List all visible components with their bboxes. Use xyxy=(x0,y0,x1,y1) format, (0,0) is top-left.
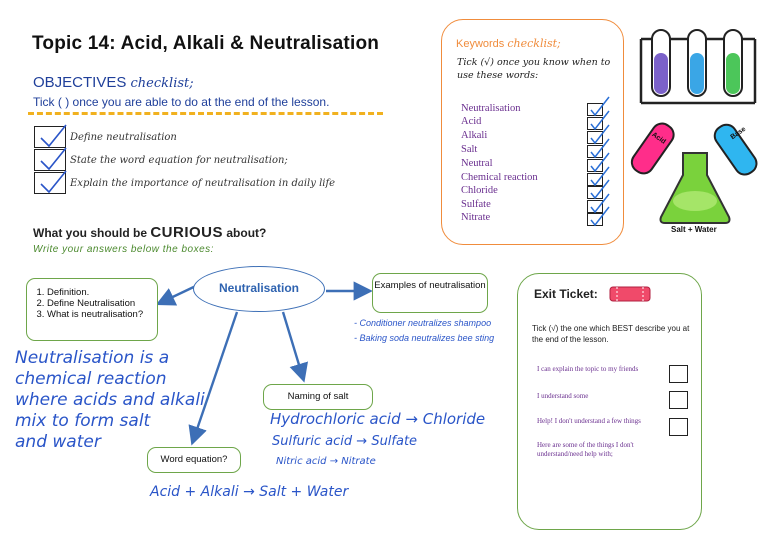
objective-checkbox[interactable] xyxy=(34,124,67,148)
objective-text: Explain the importance of neutralisation… xyxy=(70,177,336,189)
exit-ticket-panel xyxy=(517,273,702,530)
objective-item: Explain the importance of neutralisation… xyxy=(34,170,336,195)
exit-option-checkbox[interactable] xyxy=(669,365,688,383)
exit-ticket-title: Exit Ticket: xyxy=(534,287,598,301)
exit-option: I understand some xyxy=(537,392,589,400)
check-icon xyxy=(590,193,610,214)
exit-option: Here are some of the things I don't unde… xyxy=(537,441,634,458)
salt-name: Chloride xyxy=(422,410,486,428)
keyword-ticks xyxy=(590,96,610,227)
keywords-panel xyxy=(441,19,624,245)
check-icon xyxy=(590,166,610,187)
arrow-to-equation xyxy=(188,311,239,446)
salt-row: Hydrochloric acid → Chloride xyxy=(270,410,485,428)
check-icon xyxy=(40,124,67,148)
exit-ticket-instruction: Tick (√) the one which BEST describe you… xyxy=(532,324,690,344)
curious-subtitle: Write your answers below the boxes: xyxy=(33,244,214,255)
objective-checkbox[interactable] xyxy=(34,147,67,171)
handwritten-line: chemical reaction xyxy=(15,369,167,389)
salt-acid: Hydrochloric acid xyxy=(270,410,401,428)
arrow-icon: → xyxy=(329,456,342,467)
handwritten-line: and water xyxy=(15,432,101,452)
acid-base-flask-icon xyxy=(630,122,758,224)
keyword: Alkali xyxy=(461,130,488,141)
salt-acid: Sulfuric acid xyxy=(272,434,353,449)
curious-heading: What you should be CURIOUS about? xyxy=(33,224,266,241)
page-title: Topic 14: Acid, Alkali & Neutralisation xyxy=(32,33,380,54)
handwritten-equation: Acid + Alkali → Salt + Water xyxy=(150,484,349,500)
handwritten-line: where acids and alkali xyxy=(15,390,205,410)
check-icon xyxy=(590,124,610,145)
keywords-title-text: Keywords xyxy=(456,38,505,50)
keyword: Neutral xyxy=(461,158,493,169)
arrow-to-naming xyxy=(281,311,309,383)
handwritten-line: Neutralisation is a xyxy=(15,348,170,368)
salt-name: Sulfate xyxy=(371,434,418,449)
handwritten-example: - Conditioner neutralizes shampoo xyxy=(354,318,492,328)
keywords-title-script: checklist; xyxy=(507,37,561,50)
definition-item: Definition. xyxy=(47,287,151,298)
handwritten-line: mix to form salt xyxy=(15,411,151,431)
exit-option: Help! I don't understand a few things xyxy=(537,417,641,425)
naming-salt-box: Naming of salt xyxy=(263,384,373,410)
keyword: Chemical reaction xyxy=(461,172,538,183)
handwritten-definition: Neutralisation is a chemical reaction wh… xyxy=(15,348,205,453)
check-icon xyxy=(590,179,610,200)
exit-option: I can explain the topic to my friends xyxy=(537,365,639,373)
check-icon xyxy=(40,170,67,194)
objectives-heading-script: checklist; xyxy=(130,76,194,91)
arrow-icon: → xyxy=(405,410,423,428)
curious-prefix: What you should be xyxy=(33,226,147,240)
objectives-heading: OBJECTIVES checklist; xyxy=(33,74,194,91)
objective-text: Define neutralisation xyxy=(70,131,177,143)
objective-item: Define neutralisation xyxy=(34,124,177,149)
keyword: Sulfate xyxy=(461,199,491,210)
curious-word: CURIOUS xyxy=(150,224,224,241)
keyword: Chloride xyxy=(461,185,498,196)
objectives-instruction: Tick ( ) once you are able to do at the … xyxy=(33,95,330,109)
salt-row: Sulfuric acid → Sulfate xyxy=(272,434,417,449)
keyword: Salt xyxy=(461,144,478,155)
examples-box: Examples of neutralisation xyxy=(372,273,488,313)
arrow-icon: → xyxy=(356,434,372,449)
definition-item: Define Neutralisation xyxy=(47,298,151,309)
keyword: Neutralisation xyxy=(461,103,521,114)
ticket-icon xyxy=(609,286,651,302)
salt-name: Nitrate xyxy=(341,456,376,467)
exit-option-checkbox[interactable] xyxy=(669,418,688,436)
check-icon xyxy=(40,147,67,171)
salt-water-caption: Salt + Water xyxy=(671,225,717,234)
keywords-title: Keywords checklist; xyxy=(456,37,561,50)
check-icon xyxy=(590,96,610,117)
objectives-heading-text: OBJECTIVES xyxy=(33,74,127,91)
word-equation-box: Word equation? xyxy=(147,447,241,473)
check-icon xyxy=(590,206,610,227)
exit-option-checkbox[interactable] xyxy=(669,391,688,409)
check-icon xyxy=(590,110,610,131)
objective-text: State the word equation for neutralisati… xyxy=(70,154,288,166)
definition-item: What is neutralisation? xyxy=(47,309,151,320)
keyword: Nitrate xyxy=(461,212,491,223)
objective-item: State the word equation for neutralisati… xyxy=(34,147,288,172)
definition-box: Definition. Define Neutralisation What i… xyxy=(26,278,158,341)
neutralisation-center: Neutralisation xyxy=(193,266,325,312)
dashed-divider xyxy=(28,112,383,115)
test-tube-rack-icon xyxy=(639,29,757,105)
salt-acid: Nitric acid xyxy=(276,456,327,467)
handwritten-example: - Baking soda neutralizes bee sting xyxy=(354,333,495,343)
check-icon xyxy=(590,138,610,159)
curious-suffix: about? xyxy=(226,226,267,240)
check-icon xyxy=(590,152,610,173)
objective-checkbox[interactable] xyxy=(34,170,67,194)
keywords-instruction: Tick (√) once you know when to use these… xyxy=(457,57,611,81)
keyword: Acid xyxy=(461,116,482,127)
salt-row: Nitric acid → Nitrate xyxy=(276,456,376,467)
